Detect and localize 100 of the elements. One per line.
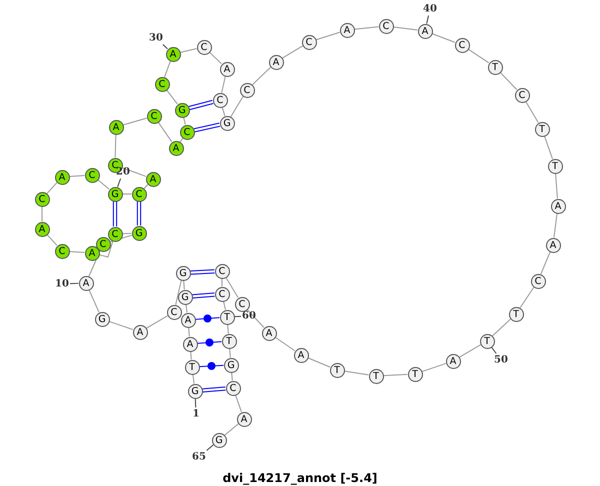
nucleotide-circle: G [188, 384, 202, 398]
nucleotide-circle: C [180, 124, 194, 140]
backbone-line [185, 304, 188, 314]
backbone-line [188, 326, 190, 338]
nucleotide-circle: T [330, 362, 344, 378]
backbone-line [316, 32, 340, 40]
backbone-line [98, 240, 114, 258]
nucleotide-circle: A [446, 354, 460, 368]
backbone-line [180, 48, 198, 53]
backbone-line [235, 394, 242, 412]
backbone-line [122, 232, 132, 234]
nucleotide-circle: T [508, 306, 524, 322]
nucleotide-circle: G [174, 102, 190, 118]
backbone-line [274, 336, 296, 352]
backbone-line [231, 372, 233, 382]
backbone-line [227, 324, 229, 334]
backbone-line [525, 100, 539, 124]
base-pair-line [202, 386, 226, 392]
nucleotide-circle: C [214, 286, 230, 302]
nucleotide-circle: G [94, 312, 110, 326]
nucleotide-circle: A [268, 54, 284, 70]
nucleotide-circle: C [196, 40, 212, 54]
nucleotide-circle: C [234, 296, 250, 312]
base-pair-line [188, 100, 214, 110]
backbone-line [383, 374, 408, 376]
nucleotide-circle: A [146, 172, 160, 186]
nucleotide-circle: C [214, 264, 230, 278]
backbone-line [122, 118, 148, 126]
base-pair-line [192, 292, 216, 298]
nucleotide-circle: G [178, 290, 192, 304]
backbone-line [432, 33, 456, 43]
base-pair-line [136, 201, 142, 226]
leader-line [117, 178, 122, 188]
base-pair-line [190, 269, 216, 275]
backbone-line [225, 276, 239, 298]
nucleotide-circle: C [302, 34, 316, 50]
nucleotide-circle: G [224, 358, 238, 372]
backbone-line [392, 26, 418, 31]
nucleotide-circle: A [182, 336, 198, 352]
nucleotide-circle: C [96, 236, 110, 252]
nucleotide-circle: A [220, 62, 234, 76]
nucleotide-circle: C [54, 244, 70, 258]
backbone-line [183, 280, 185, 290]
nucleotide-circle: C [34, 192, 50, 206]
backbone-line [544, 136, 554, 160]
position-number: 30 [149, 32, 163, 44]
backbone-line [180, 138, 184, 142]
nucleotide-circle: A [546, 238, 560, 252]
leader-line [426, 15, 430, 24]
base-pair-line [196, 341, 222, 344]
backbone-line [46, 234, 58, 246]
backbone-line [108, 320, 134, 330]
nucleotide-circle: C [530, 274, 546, 288]
backbone-line [144, 184, 148, 190]
backbone-line [422, 362, 446, 372]
backbone-line [458, 344, 482, 358]
base-pair-line [193, 122, 221, 132]
backbone-line [555, 172, 558, 200]
nucleotide-circle: T [480, 334, 494, 348]
backbone-line [110, 234, 132, 242]
nucleotide-circle: A [54, 170, 70, 184]
backbone-line [307, 357, 331, 368]
backbone-line [190, 350, 192, 360]
nucleotide-circle: A [340, 22, 354, 38]
backbone-line [500, 72, 518, 90]
nucleotide-circle: C [132, 186, 146, 202]
backbone-line [158, 122, 172, 142]
nucleotide-circle: G [212, 432, 226, 448]
backbone-line [164, 60, 171, 78]
backbone-line [97, 179, 110, 190]
nucleotide-circle: C [212, 92, 228, 108]
position-number: 60 [242, 310, 256, 322]
position-number: 50 [494, 354, 508, 366]
base-pair-line [199, 364, 224, 368]
backbone-line [122, 167, 146, 177]
nucleotide-circle: A [78, 276, 94, 290]
backbone-line [114, 134, 116, 158]
nucleotide-circle: A [168, 140, 184, 156]
backbone-line [222, 106, 226, 116]
leader-line [490, 346, 497, 354]
nucleotide-circle: C [226, 380, 240, 396]
backbone-line [354, 26, 380, 30]
nucleotide-circle: T [408, 366, 422, 382]
backbone-line [88, 289, 100, 313]
nucleotide-circle: A [84, 246, 100, 260]
nucleotide-circle: C [166, 304, 182, 320]
nucleotide-circle: C [378, 18, 394, 34]
backbone-line [192, 374, 195, 384]
nucleotide-circle: C [146, 108, 162, 124]
nucleotide-circle: T [368, 368, 384, 384]
backbone-line [246, 309, 264, 328]
nucleotide-circle: G [132, 226, 146, 240]
nucleotide-circle: C [514, 88, 530, 102]
nucleotide-circle: A [108, 120, 124, 134]
nucleotide-circle: T [220, 310, 234, 324]
backbone-line [553, 212, 558, 238]
nucleotide-circle: A [262, 326, 276, 340]
nucleotide-circle: G [176, 266, 190, 280]
nucleotide-circle: A [166, 46, 180, 62]
backbone-line [230, 96, 244, 118]
